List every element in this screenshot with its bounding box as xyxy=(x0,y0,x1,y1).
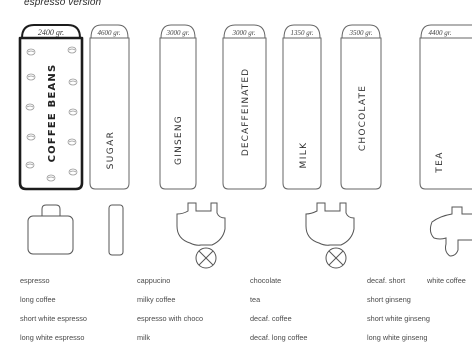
legend-item: long coffee xyxy=(20,295,56,304)
canister-milk: 1350 gr. MILK xyxy=(282,24,322,190)
legend-item: chocolate xyxy=(250,276,282,285)
canister-decaffeinated: 3000 gr. DECAFFEINATED xyxy=(222,24,267,190)
canister-sugar: 4600 gr. SUGAR xyxy=(89,24,130,190)
legend-item: decaf. long coffee xyxy=(250,333,308,342)
sugar-outlet-shape xyxy=(108,204,124,256)
canister-weight: 2400 gr. xyxy=(38,28,64,37)
canister-label: GINSENG xyxy=(174,115,184,165)
canister-weight: 1350 gr. xyxy=(291,29,314,37)
legend-item: milk xyxy=(137,333,150,342)
tea-outlet-shape xyxy=(429,206,472,257)
legend-item: cappucino xyxy=(137,276,171,285)
legend-item: espresso xyxy=(20,276,50,285)
canister-weight: 4600 gr. xyxy=(98,29,121,37)
coffee-bean-pattern xyxy=(25,46,78,182)
legend-item: decaf. coffee xyxy=(250,314,292,323)
legend-item: long white espresso xyxy=(20,333,85,342)
legend-item: espresso with choco xyxy=(137,314,204,323)
canister-weight: 3500 gr. xyxy=(349,29,373,37)
canister-weight: 3000 gr. xyxy=(232,29,256,37)
canister-label: MILK xyxy=(299,142,309,169)
canister-label: DECAFFEINATED xyxy=(241,68,251,156)
legend-item: short ginseng xyxy=(367,295,411,304)
canister-label: TEA xyxy=(435,151,445,174)
canister-label: SUGAR xyxy=(106,131,116,170)
canister-weight: 4400 gr. xyxy=(429,29,452,37)
legend-item: long white ginseng xyxy=(367,333,428,342)
canister-label: CHOCOLATE xyxy=(358,85,368,151)
legend-item: short white ginseng xyxy=(367,314,430,323)
legend-item: tea xyxy=(250,295,261,304)
mixer-outlet-shape xyxy=(305,202,355,269)
canister-tea: 4400 gr. TEA xyxy=(419,24,472,190)
canister-chocolate: 3500 gr. CHOCOLATE xyxy=(340,24,382,190)
canister-weight: 3000 gr. xyxy=(166,29,190,37)
legend-item: milky coffee xyxy=(137,295,176,304)
canister-ginseng: 3000 gr. GINSENG xyxy=(159,24,197,190)
legend-item: white coffee xyxy=(427,276,466,285)
mixer-outlet-shape xyxy=(176,202,226,269)
legend-item: decaf. short xyxy=(367,276,406,285)
diagram-subtitle: espresso version xyxy=(24,0,102,8)
canister-coffee-beans: 2400 gr. COFFEE BEANS xyxy=(18,24,84,191)
canister-label: COFFEE BEANS xyxy=(47,64,58,163)
coffee-outlet-shape xyxy=(27,204,74,255)
legend-item: short white espresso xyxy=(20,314,87,323)
